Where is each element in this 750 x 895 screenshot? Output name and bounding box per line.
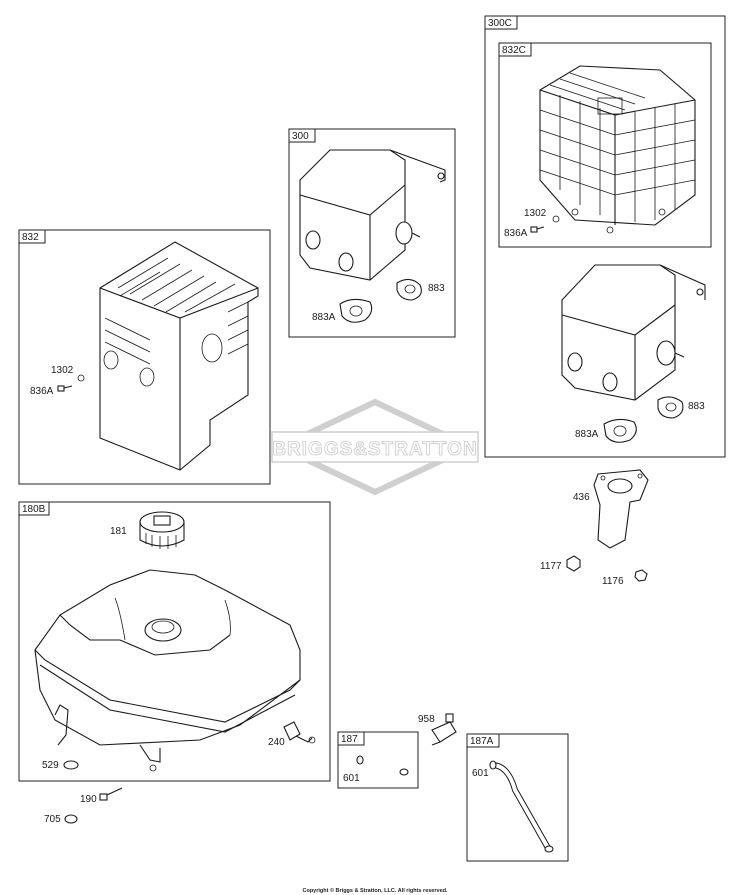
group-187: 187 601 [337, 731, 419, 789]
box-label-300: 300 [292, 131, 309, 142]
group-180b: 180B 181 240 529 [18, 501, 331, 782]
fuel-cap-icon [139, 511, 185, 549]
bolt-190-icon [99, 787, 123, 801]
gasket-883-b-icon [657, 396, 684, 419]
exhaust-elbow-436-group: 436 1177 1176 [540, 469, 649, 587]
label-1302-a: 1302 [51, 365, 74, 376]
screw-836a-icon [57, 385, 73, 392]
box-label-832c: 832C [502, 45, 526, 56]
fuel-line-187-icon [356, 753, 409, 776]
box-label-180b: 180B [22, 504, 46, 515]
label-190: 190 [80, 794, 97, 805]
label-601-b: 601 [472, 768, 489, 779]
label-958: 958 [418, 714, 435, 725]
label-1177: 1177 [540, 561, 562, 572]
group-187a: 187A 601 [466, 733, 569, 862]
group-300: 300 883 883A [288, 128, 456, 338]
label-883a-b: 883A [575, 429, 599, 440]
label-705: 705 [44, 814, 61, 825]
label-529: 529 [42, 760, 59, 771]
copyright-text: Copyright © Briggs & Stratton, LLC. All … [302, 887, 448, 894]
label-883-a: 883 [428, 283, 445, 294]
nut-1177-icon [566, 555, 581, 572]
label-1302-b: 1302 [524, 208, 547, 219]
screw-836a-b-icon [530, 226, 545, 233]
box-label-187: 187 [341, 734, 358, 745]
muffler-icon [299, 149, 446, 281]
gasket-883a-a-icon [339, 298, 373, 323]
label-1176: 1176 [602, 576, 624, 587]
watermark-text: BRIGGS&STRATTON [272, 439, 477, 460]
fuel-fitting-240-icon [283, 721, 316, 744]
label-181: 181 [110, 526, 127, 537]
label-601-a: 601 [343, 773, 360, 784]
box-label-832: 832 [22, 232, 39, 243]
box-label-187a: 187A [470, 736, 494, 747]
label-883a-a: 883A [312, 312, 336, 323]
label-883-b: 883 [688, 401, 705, 412]
label-436: 436 [573, 492, 590, 503]
box-label-300c: 300C [488, 18, 512, 29]
nut-1176-icon [634, 569, 648, 582]
shutoff-valve-icon [431, 713, 457, 746]
nut-705-icon [64, 814, 78, 824]
group-300c: 300C 832C 1302 836A [484, 15, 726, 458]
gasket-883a-b-icon [603, 418, 637, 443]
shutoff-valve-958-group: 958 [418, 713, 457, 746]
muffler-300c-icon [561, 264, 706, 401]
exhaust-elbow-icon [593, 469, 649, 549]
fuel-tank-icon [34, 569, 301, 772]
fuel-line-187a-icon [489, 760, 554, 853]
screws-190-705: 190 705 [44, 787, 123, 825]
label-836a-a: 836A [30, 386, 54, 397]
gasket-883-a-icon [396, 278, 422, 301]
washer-529-icon [63, 760, 79, 770]
muffler-guard-icon [99, 241, 259, 471]
briggs-stratton-watermark: BRIGGS&STRATTON [271, 398, 479, 496]
group-832: 832 1302 836A [18, 229, 271, 485]
label-240: 240 [268, 737, 285, 748]
label-836a-b: 836A [504, 228, 528, 239]
spark-arrestor-cage-icon [539, 65, 696, 234]
